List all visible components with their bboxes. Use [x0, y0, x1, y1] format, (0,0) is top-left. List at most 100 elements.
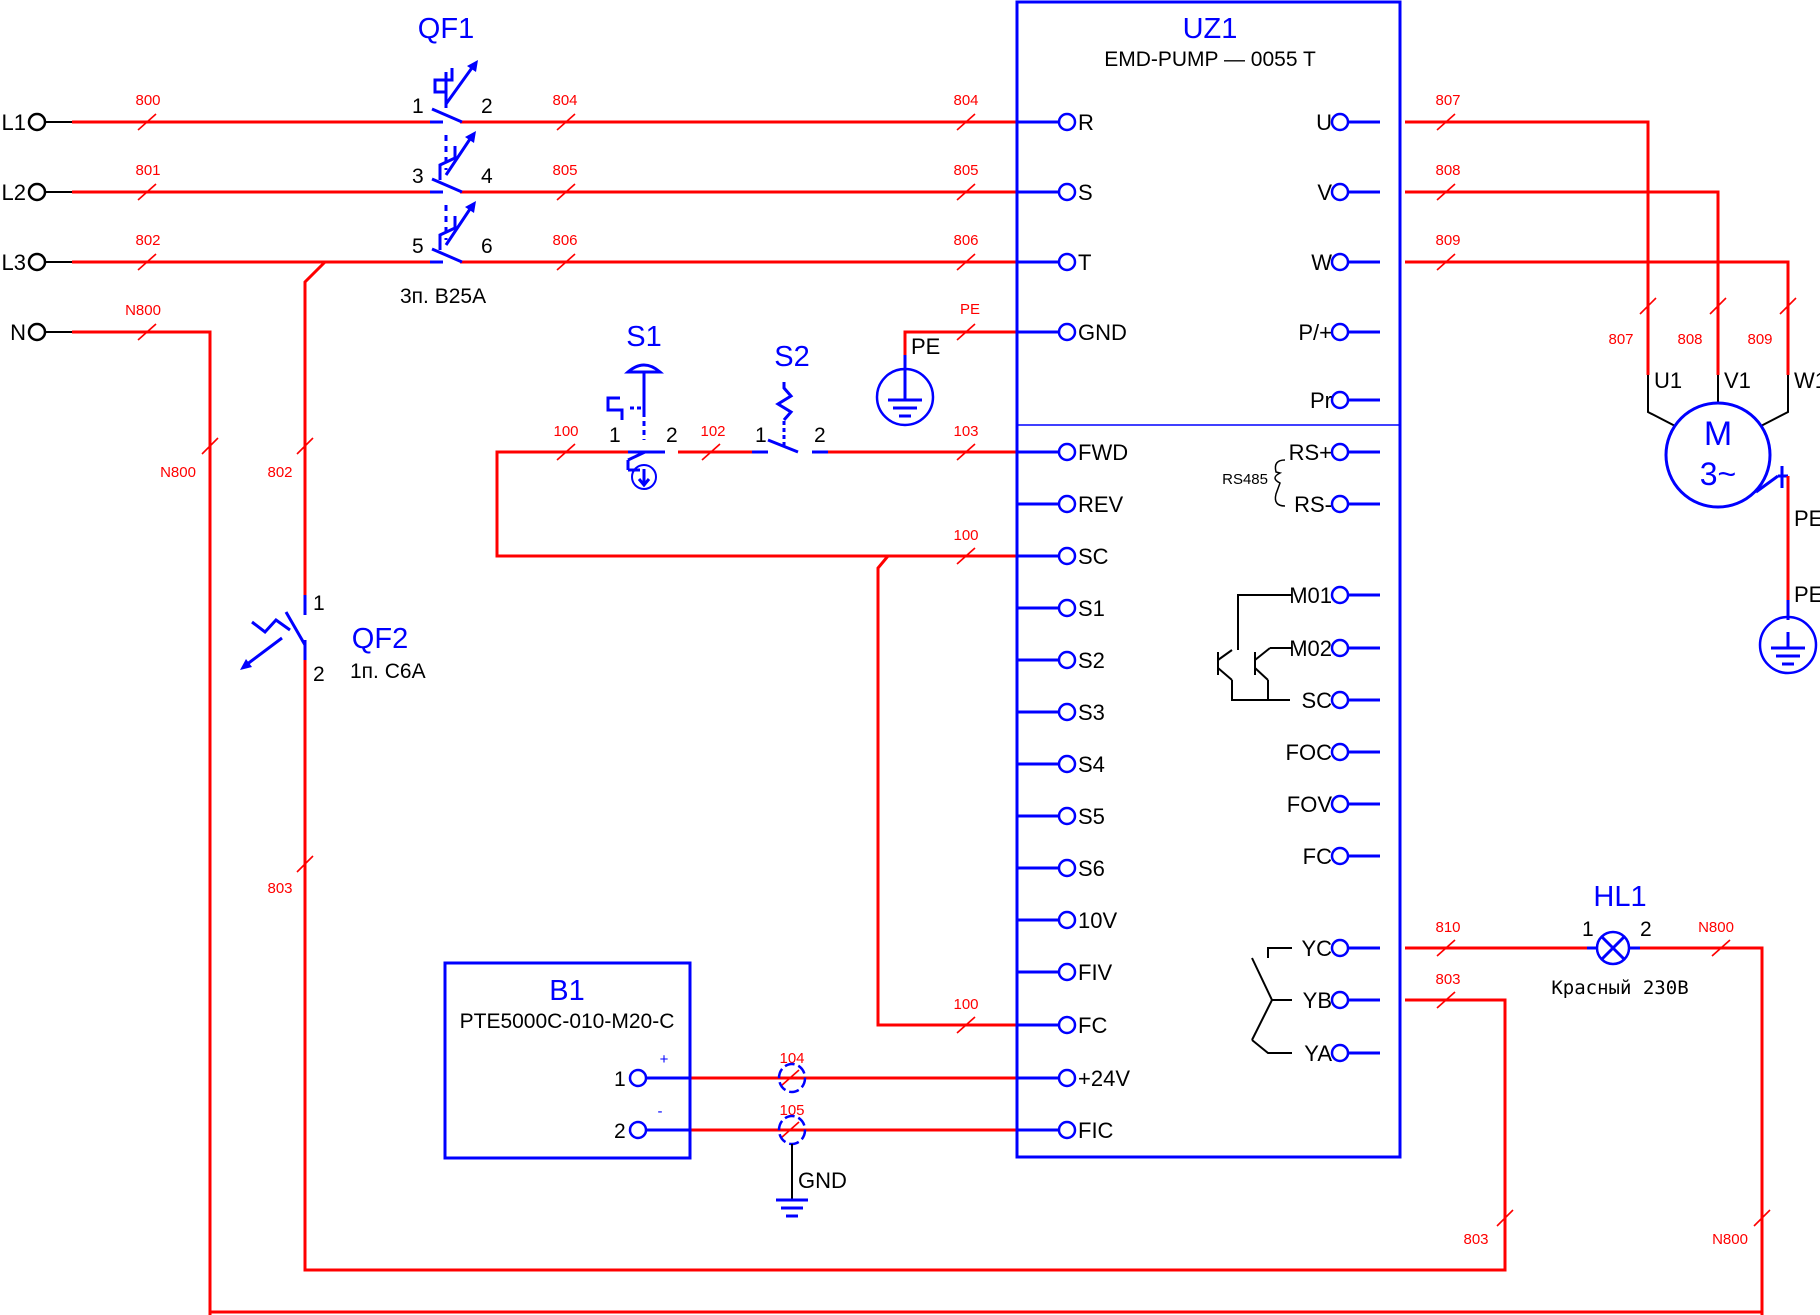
uz1-right-label: YC	[1301, 936, 1332, 961]
uz1-left-label: GND	[1078, 320, 1127, 345]
terminal-l2	[27, 182, 47, 202]
wire-label-n800-hl: N800	[1698, 919, 1734, 936]
qf2-designator: QF2	[352, 623, 408, 655]
qf1-pin-3: 3	[412, 165, 424, 188]
pe-ground-right-label: PE	[1794, 582, 1820, 607]
uz1-left-terminal-s5	[1057, 806, 1077, 826]
uz1-left-terminals: RSTGNDFWDREVSCS1S2S3S4S5S610VFIV+24VFICF…	[1017, 110, 1130, 1143]
uz1-left-label: +24V	[1078, 1066, 1130, 1091]
wire-label-103: 103	[953, 423, 978, 440]
uz1-left-label: S4	[1078, 752, 1105, 777]
uz1-right-label: YA	[1304, 1041, 1332, 1066]
uz1-left-label: FIV	[1078, 960, 1113, 985]
b1-minus: -	[658, 1103, 663, 1120]
motor-terminal-w1: W1	[1794, 368, 1820, 393]
wire-label-809b: 809	[1747, 331, 1772, 348]
uz1-left-label: S6	[1078, 856, 1105, 881]
uz1-right-terminal-ya	[1330, 1043, 1350, 1063]
uz1-left-terminal-s4	[1057, 754, 1077, 774]
uz1-right-label: V	[1317, 180, 1332, 205]
wire-label-805b: 805	[953, 162, 978, 179]
qf1-breaker: QF1 1 2 3 4 5 6 3п. B25A	[400, 13, 493, 308]
wire-label-807b: 807	[1608, 331, 1633, 348]
uz1-left-terminal-fwd	[1057, 442, 1077, 462]
uz1-right-label: M01	[1289, 583, 1332, 608]
wire-label-104: 104	[779, 1050, 804, 1067]
uz1-left-terminal-t	[1057, 252, 1077, 272]
relay-contacts	[1251, 947, 1292, 1054]
uz1-left-terminal-+24v	[1057, 1068, 1077, 1088]
pe-ground-right: PE	[1758, 582, 1820, 675]
s2-designator: S2	[774, 341, 809, 373]
uz1-right-terminal-m01	[1330, 585, 1350, 605]
uz1-right-label: P/+	[1298, 320, 1332, 345]
wire-ticks	[137, 113, 1797, 1227]
wire-label-803-yb: 803	[1435, 971, 1460, 988]
s1-designator: S1	[626, 321, 661, 353]
wire-label-808a: 808	[1435, 162, 1460, 179]
uz1-left-terminal-s3	[1057, 702, 1077, 722]
uz1-left-label: FC	[1078, 1013, 1107, 1038]
b1-pin-2: 2	[614, 1120, 626, 1143]
uz1-right-terminal-u	[1330, 112, 1350, 132]
wire-label-809a: 809	[1435, 232, 1460, 249]
wire-label-n800-vert: N800	[160, 464, 196, 481]
s1-pin-2: 2	[666, 424, 678, 447]
qf1-pin-5: 5	[412, 235, 424, 258]
uz1-left-label: SC	[1078, 544, 1109, 569]
shield-gnd: GND	[776, 1062, 847, 1218]
uz1-left-label: R	[1078, 110, 1094, 135]
terminal-l3	[27, 252, 47, 272]
qf1-pin-6: 6	[481, 235, 493, 258]
uz1-left-terminal-fic	[1057, 1120, 1077, 1140]
label-n: N	[10, 320, 26, 345]
uz1-right-terminal-fc	[1330, 846, 1350, 866]
b1-terminal-1	[628, 1068, 648, 1088]
uz1-left-label: 10V	[1078, 908, 1117, 933]
uz1-left-terminal-s	[1057, 182, 1077, 202]
uz1-right-label: M02	[1289, 636, 1332, 661]
hl1-pin-1: 1	[1582, 918, 1594, 941]
hl1-description: Красный 230В	[1551, 977, 1688, 999]
pe-ground-left: PE	[875, 334, 940, 427]
s2-pin-2: 2	[814, 424, 826, 447]
wire-label-n800-bottom: N800	[1712, 1231, 1748, 1248]
uz1-right-terminal-sc	[1330, 690, 1350, 710]
wire-label-801: 801	[135, 162, 160, 179]
wire-label-804a: 804	[552, 92, 577, 109]
uz1-right-label: RS-	[1294, 492, 1332, 517]
uz1-left-terminal-s1	[1057, 598, 1077, 618]
uz1-right-terminal-w	[1330, 252, 1350, 272]
qf1-designator: QF1	[418, 13, 474, 45]
uz1-left-label: S	[1078, 180, 1093, 205]
uz1-right-terminal-v	[1330, 182, 1350, 202]
qf1-pin-4: 4	[481, 165, 493, 188]
uz1-right-terminal-pr	[1330, 390, 1350, 410]
wire-label-803-vert: 803	[267, 880, 292, 897]
uz1-left-terminal-r	[1057, 112, 1077, 132]
b1-designator: B1	[549, 975, 584, 1007]
uz1-right-label: FOC	[1286, 740, 1333, 765]
s1-switch: S1 1 2	[606, 321, 678, 490]
uz1-left-label: REV	[1078, 492, 1124, 517]
wire-label-802-vert: 802	[267, 464, 292, 481]
gnd-label: GND	[798, 1168, 847, 1193]
s1-pin-1: 1	[609, 424, 621, 447]
qf2-breaker: 1 2 QF2 1п. C6A	[240, 592, 426, 686]
wire-label-804b: 804	[953, 92, 978, 109]
uz1-left-terminal-10v	[1057, 910, 1077, 930]
wire-label-802: 802	[135, 232, 160, 249]
wire-label-102: 102	[700, 423, 725, 440]
label-l1: L1	[2, 110, 26, 135]
uz1-right-terminal-foc	[1330, 742, 1350, 762]
b1-sensor: B1 PTE5000C-010-M20-C 1 2 + -	[443, 961, 692, 1160]
label-l2: L2	[2, 180, 26, 205]
wire-label-100a: 100	[553, 423, 578, 440]
wire-label-105: 105	[779, 1102, 804, 1119]
uz1-left-label: S2	[1078, 648, 1105, 673]
uz1-right-terminal-yc	[1330, 938, 1350, 958]
motor-symbol: M	[1704, 415, 1732, 453]
uz1-right-label: YB	[1303, 988, 1332, 1013]
